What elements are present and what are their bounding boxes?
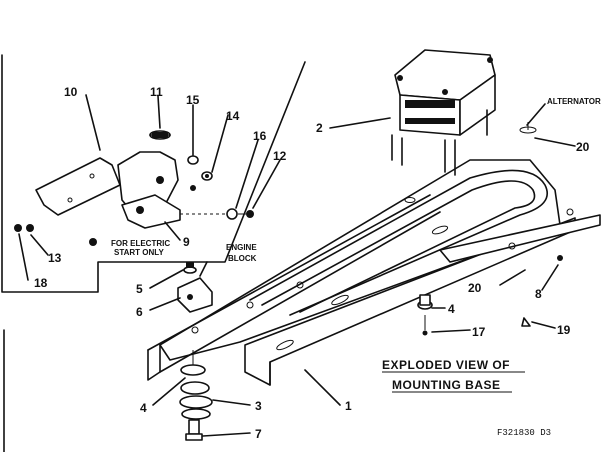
callout-numbers: 1 2 3 4 4 5 6 7 8 9 10 11 12 13 14 15 16… [34,85,590,441]
diagram-title: EXPLODED VIEW OF MOUNTING BASE [382,358,525,393]
part-labels: ALTERNATOR ENGINE BLOCK FOR ELECTRIC STA… [111,97,601,263]
engine-block-label-line2: BLOCK [228,254,257,263]
callout-1: 1 [345,399,352,413]
callout-11: 11 [150,85,163,99]
callout-2: 2 [316,121,323,135]
callout-12: 12 [273,149,287,163]
alternator-assembly [391,49,496,176]
callout-18: 18 [34,276,48,290]
alternator-label: ALTERNATOR [547,97,601,106]
callout-19: 19 [557,323,571,337]
alternator-hardware [417,122,563,336]
mounting-base-rails [147,159,601,386]
callout-5: 5 [136,282,143,296]
callout-6: 6 [136,305,143,319]
figure-code: F321830 D3 [497,428,551,438]
electric-start-label-line2: START ONLY [114,248,164,257]
callout-20-bottom: 20 [468,281,482,295]
leader-lines [18,94,576,437]
callout-14: 14 [226,109,240,123]
callout-9: 9 [183,235,190,249]
engine-mount-bracket [177,262,213,313]
inset-border [1,54,306,293]
callout-16: 16 [253,129,267,143]
callout-13: 13 [48,251,62,265]
isolator-stack [179,350,213,441]
title-line1: EXPLODED VIEW OF [382,358,510,372]
starter-bracket-parts [14,130,254,246]
callout-17: 17 [472,325,486,339]
callout-15: 15 [186,93,200,107]
callout-4-left: 4 [140,401,147,415]
callout-7: 7 [255,427,262,441]
callout-8: 8 [535,287,542,301]
callout-4-right: 4 [448,302,455,316]
electric-start-label-line1: FOR ELECTRIC [111,239,170,248]
callout-3: 3 [255,399,262,413]
callout-10: 10 [64,85,78,99]
title-line2: MOUNTING BASE [392,378,501,392]
engine-block-label-line1: ENGINE [226,243,257,252]
callout-20-top: 20 [576,140,590,154]
